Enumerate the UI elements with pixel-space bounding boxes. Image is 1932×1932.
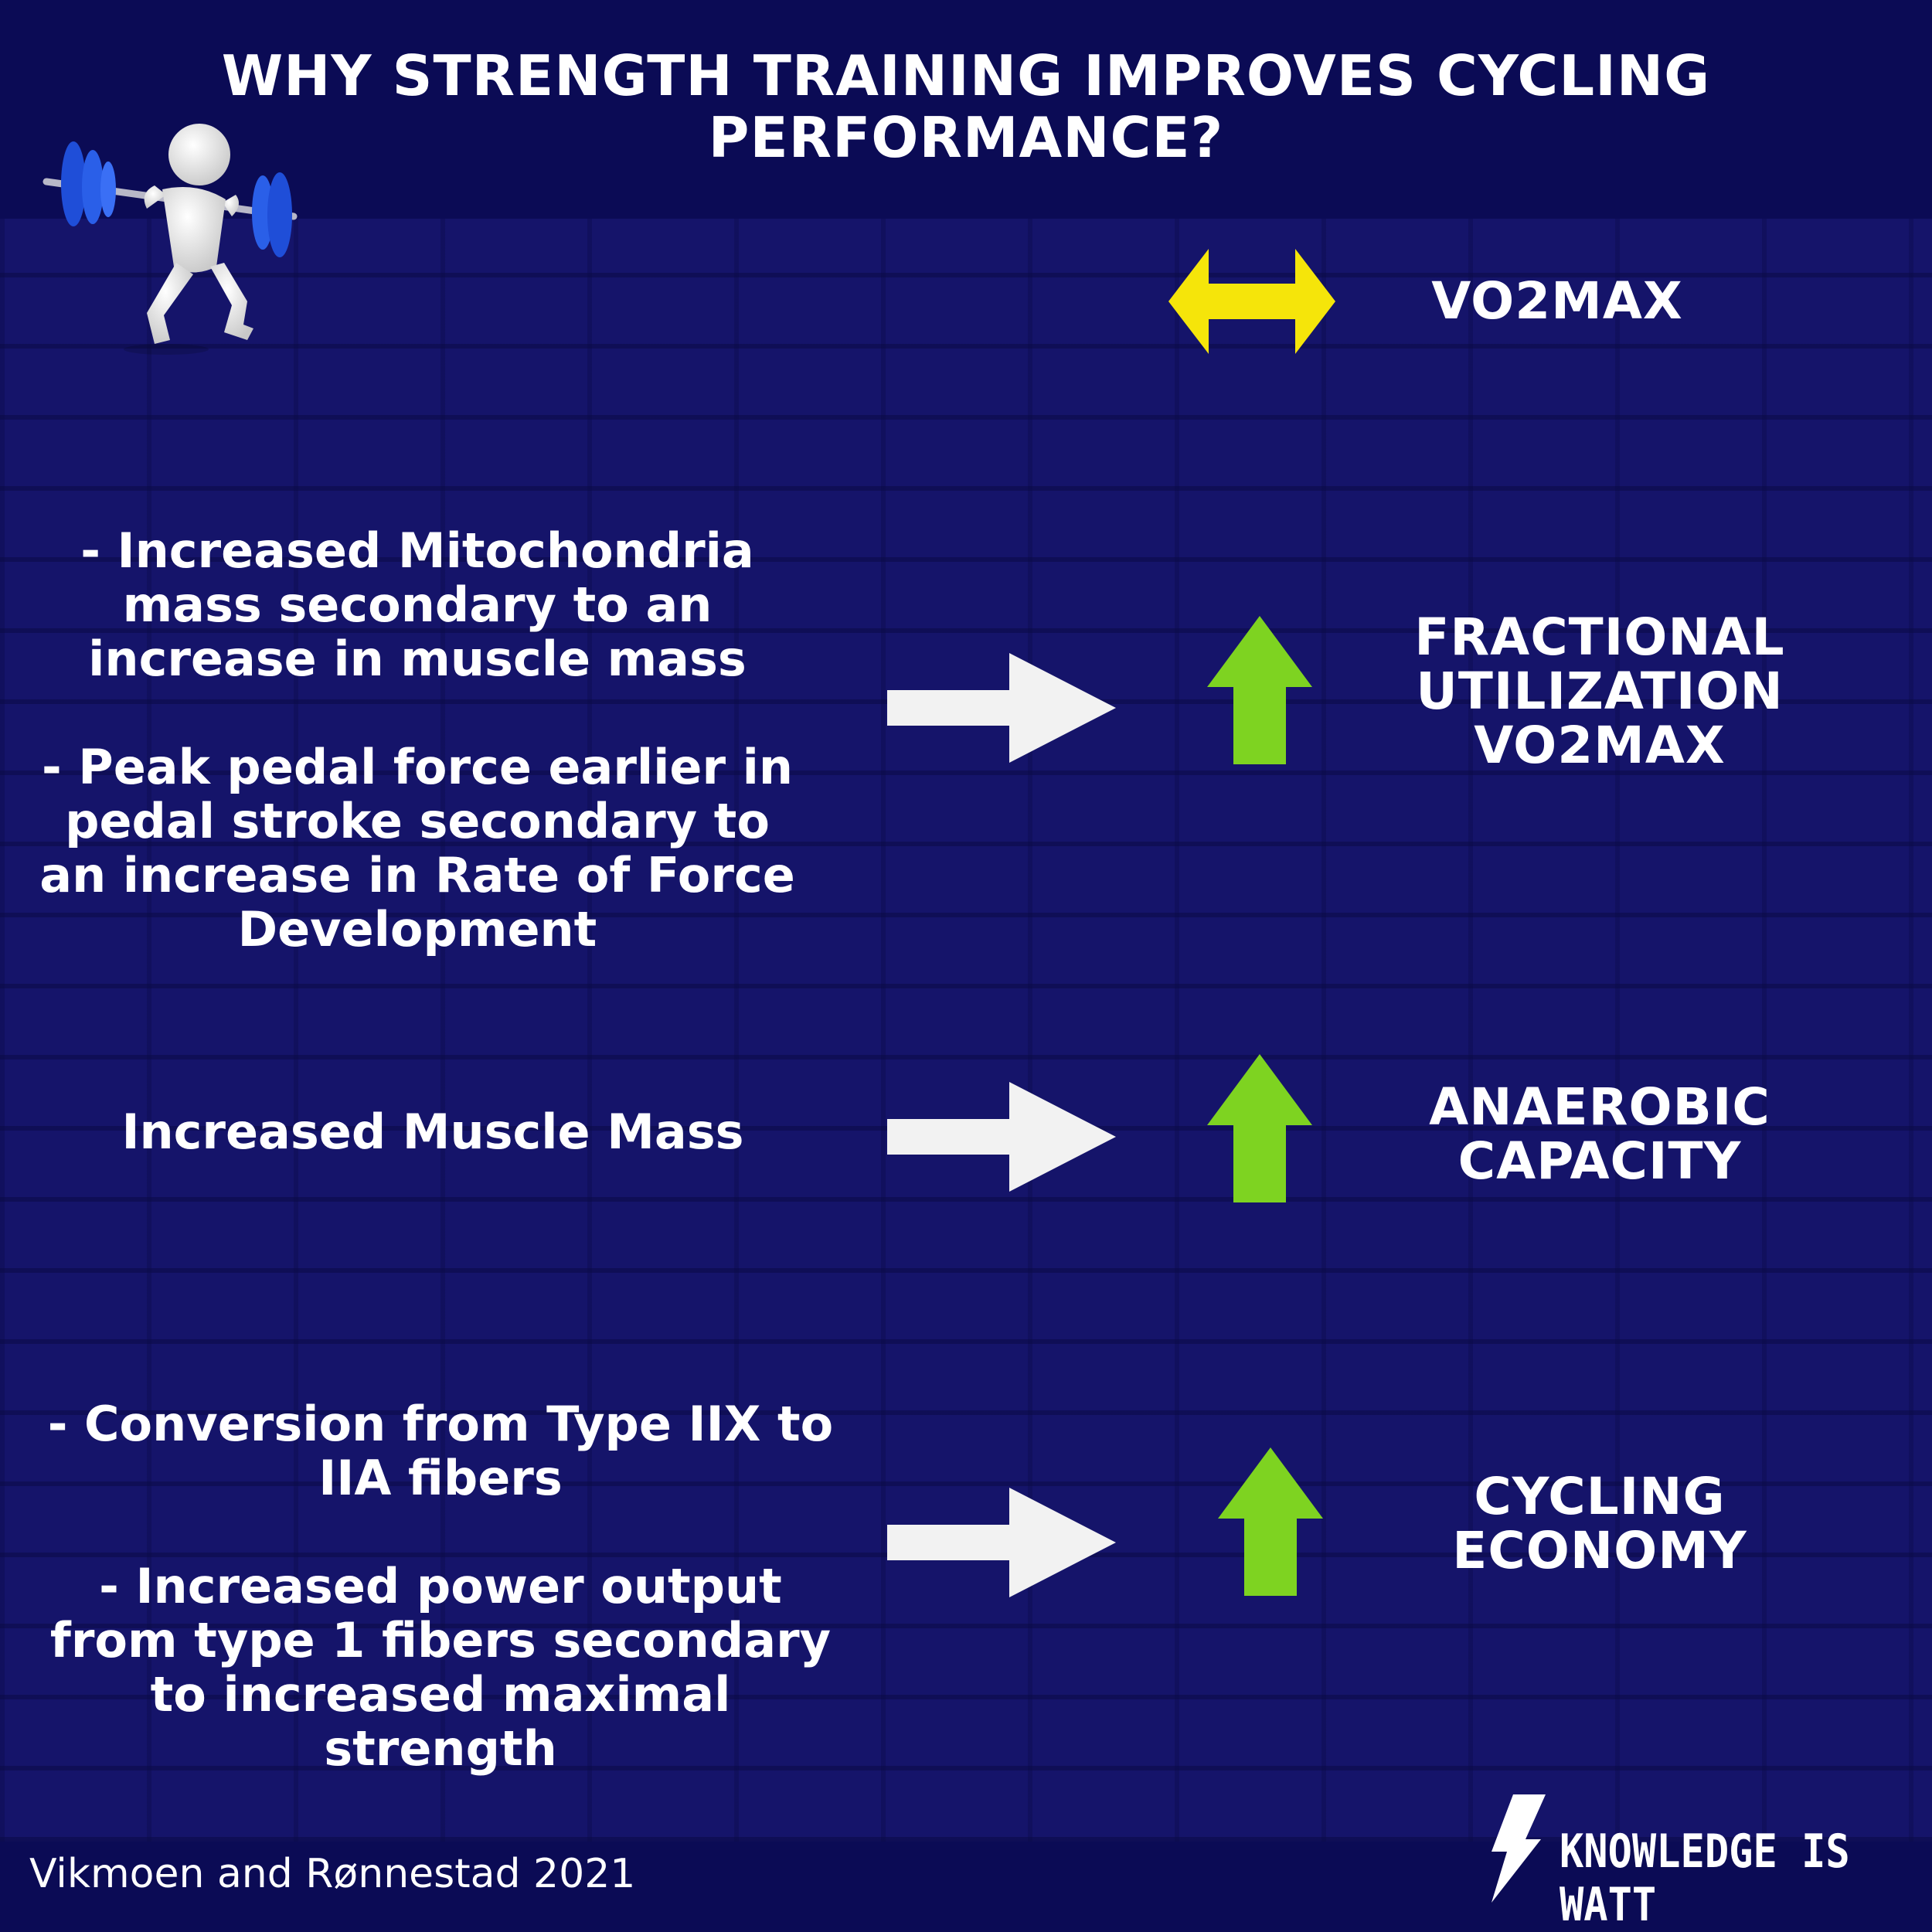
header-band <box>0 0 1932 219</box>
cause-fractional-utilization: - Increased Mitochondria mass secondary … <box>39 522 795 957</box>
citation: Vikmoen and Rønnestad 2021 <box>29 1851 636 1897</box>
increase-arrow-icon <box>1207 616 1312 764</box>
outcome-fractional-utilization: FRACTIONAL UTILIZATION VO2MAX <box>1414 607 1785 775</box>
cause-cycling-economy: - Conversion from Type IIX to IIA fibers… <box>47 1396 834 1777</box>
footer-band <box>0 1842 1932 1932</box>
flow-arrow-icon <box>887 1488 1116 1597</box>
lightning-bolt-icon <box>1492 1794 1546 1903</box>
weightlifter-figure-icon <box>43 124 298 355</box>
increase-arrow-icon <box>1207 1054 1312 1202</box>
brick-wall-background <box>0 219 1932 1842</box>
brand-name: KNOWLEDGE IS WATT <box>1560 1825 1850 1932</box>
neutral-double-arrow-icon <box>1168 249 1335 354</box>
outcome-cycling-economy: CYCLING ECONOMY <box>1452 1467 1747 1580</box>
increase-arrow-icon <box>1218 1447 1323 1596</box>
outcome-vo2max: VO2MAX <box>1431 271 1683 331</box>
cause-anaerobic-capacity: Increased Muscle Mass <box>121 1104 744 1160</box>
page-title: WHY STRENGTH TRAINING IMPROVES CYCLING P… <box>221 43 1711 170</box>
flow-arrow-icon <box>887 653 1116 763</box>
outcome-anaerobic-capacity: ANAEROBIC CAPACITY <box>1429 1077 1770 1191</box>
flow-arrow-icon <box>887 1082 1116 1192</box>
